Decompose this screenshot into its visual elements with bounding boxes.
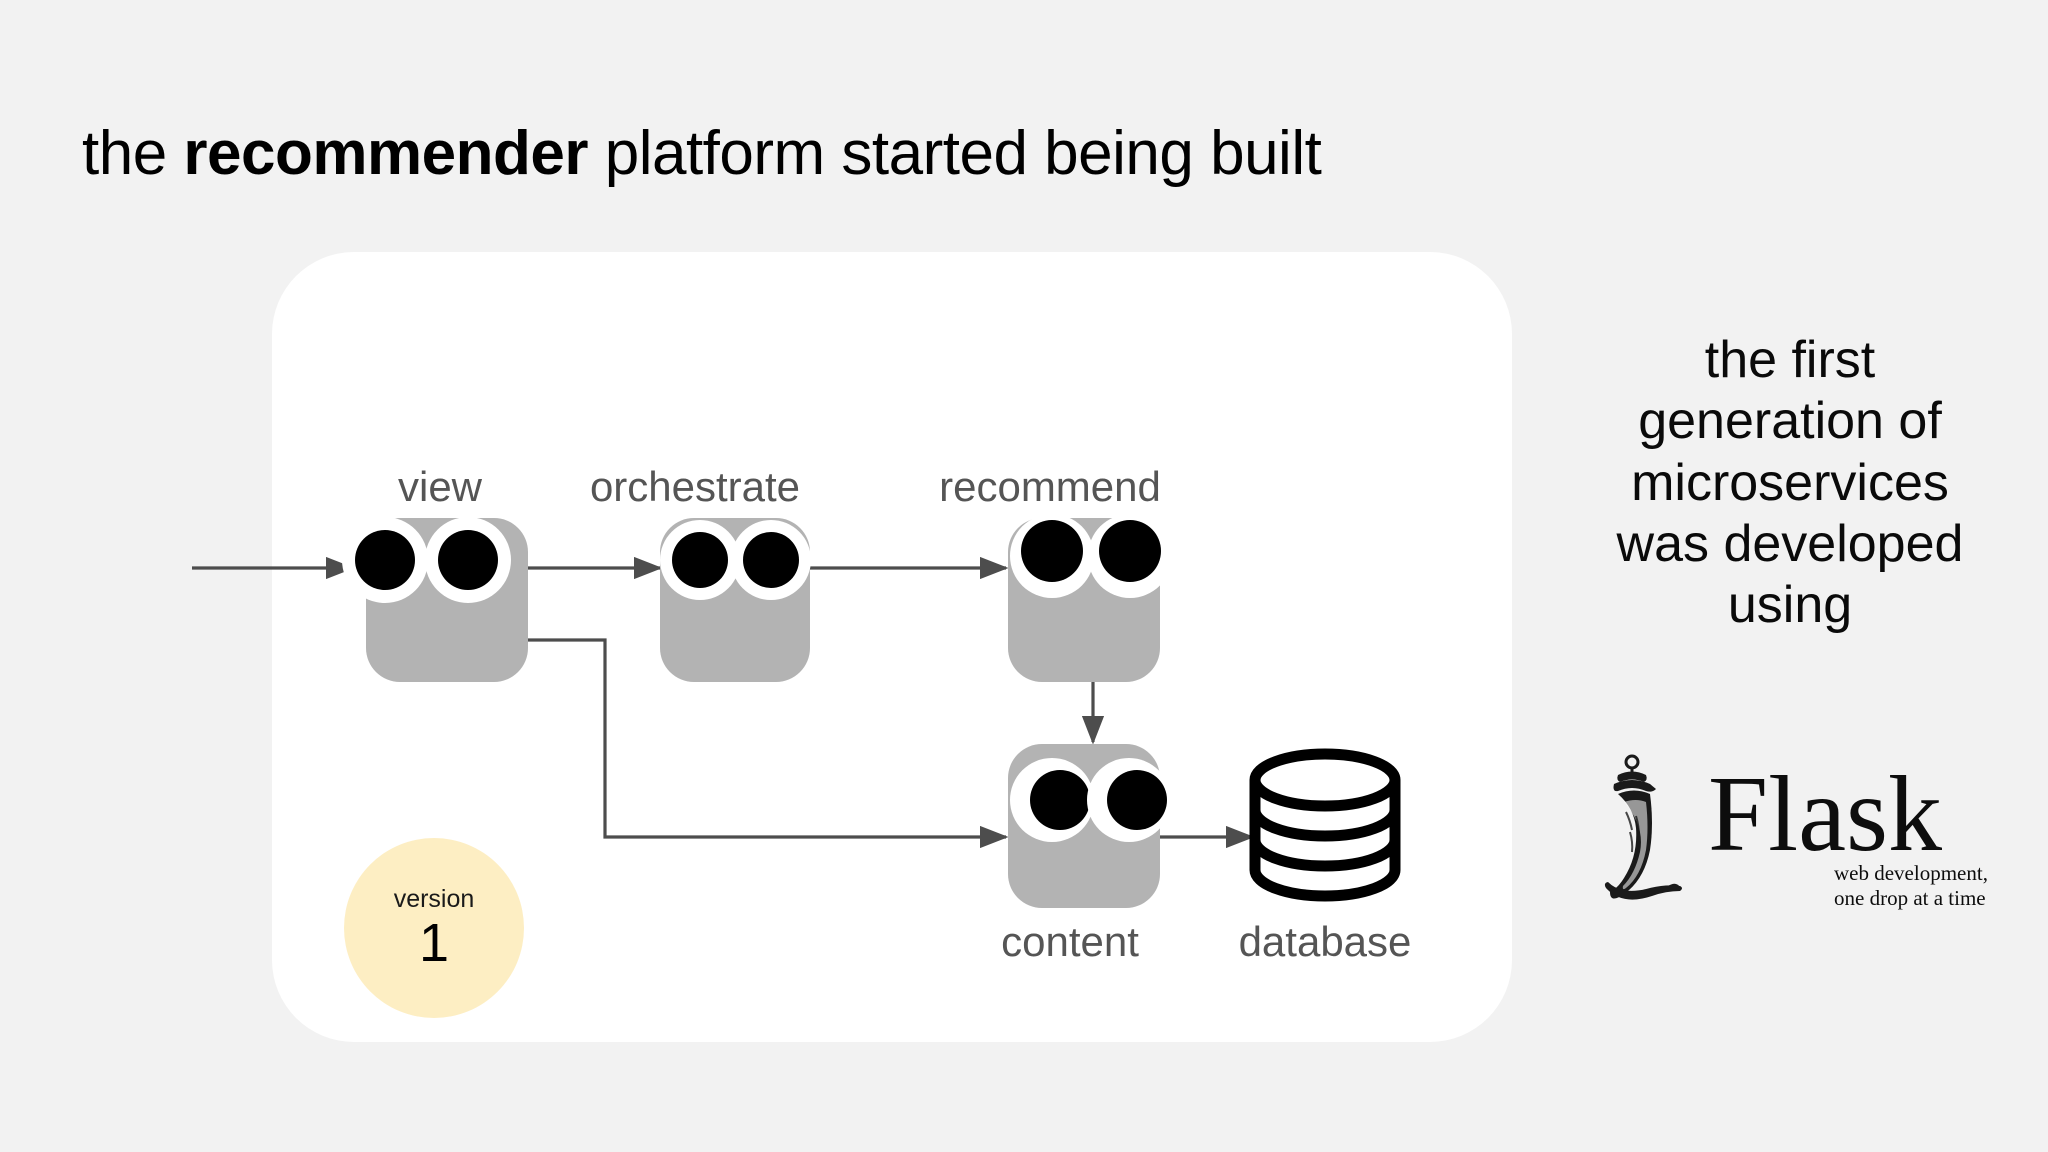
caption-line-4: was developed [1616, 515, 1964, 574]
node-label-database: database [1238, 918, 1412, 965]
page-title: the recommender platform started being b… [82, 119, 1322, 188]
node-content-eye-left-pupil [1030, 770, 1090, 830]
node-view[interactable] [342, 517, 528, 682]
flask-logo: Flask web development, one drop at a tim… [1596, 750, 2016, 920]
node-recommend[interactable] [1008, 514, 1172, 682]
node-label-view: view [397, 463, 483, 510]
node-orchestrate-eye-left-pupil [672, 532, 728, 588]
node-orchestrate[interactable] [660, 518, 811, 682]
node-label-recommend: recommend [939, 463, 1161, 510]
node-view-eye-right-pupil [438, 530, 498, 590]
flask-tagline-line-2: one drop at a time [1834, 886, 1986, 910]
version-badge-word: version [393, 884, 475, 913]
database-band-1 [1249, 809, 1401, 842]
caption-line-3: microservices [1631, 453, 1949, 512]
node-database[interactable] [1249, 748, 1401, 902]
version-badge-number: 1 [418, 912, 450, 973]
flask-tagline-line-1: web development, [1834, 861, 1988, 885]
title-emphasis: recommender [183, 119, 588, 188]
node-label-content: content [1001, 918, 1139, 965]
flask-wordmark: Flask [1708, 755, 1942, 874]
version-badge: version 1 [344, 838, 524, 1018]
node-recommend-eye-left-pupil [1021, 520, 1083, 582]
node-content-eye-right-pupil [1107, 770, 1167, 830]
title-part-1: the [82, 119, 184, 188]
database-bottom-arc [1249, 869, 1401, 902]
caption-line-2: generation of [1638, 392, 1942, 451]
node-label-orchestrate: orchestrate [589, 463, 801, 510]
node-recommend-eye-right-pupil [1099, 520, 1161, 582]
caption-line-1: the first [1704, 331, 1876, 389]
node-orchestrate-eye-right-pupil [743, 532, 799, 588]
title-part-2: platform started being built [587, 119, 1322, 188]
node-view-eye-left-pupil [355, 530, 415, 590]
database-band-2 [1249, 839, 1401, 872]
caption-line-5: using [1727, 576, 1853, 635]
right-caption: the first generation of microservices wa… [1540, 330, 2040, 637]
node-content[interactable] [1008, 744, 1171, 908]
flask-horn-icon [1604, 754, 1682, 900]
